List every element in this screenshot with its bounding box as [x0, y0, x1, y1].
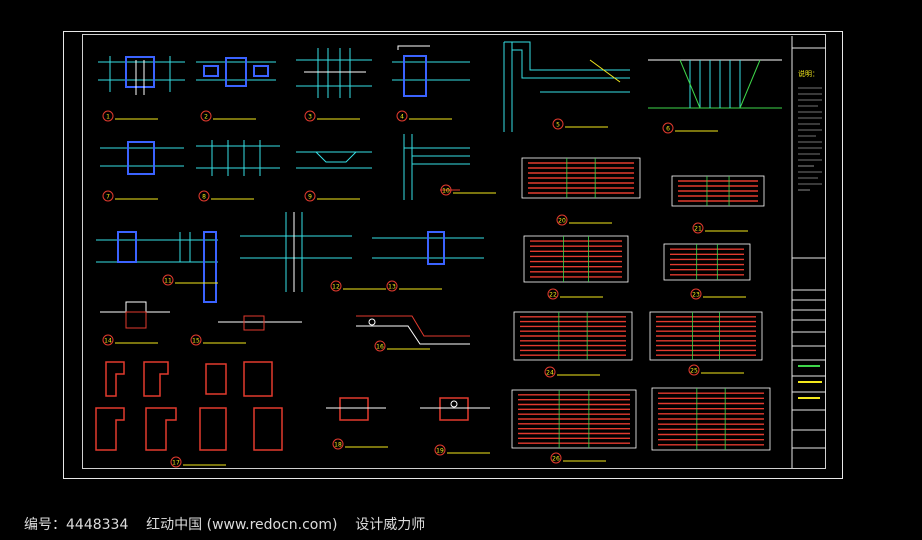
detail-number: 5: [556, 122, 560, 129]
detail-bubble: [688, 364, 700, 376]
detail-number: 10: [442, 188, 450, 195]
beam-detail-3: [296, 48, 372, 98]
beam-detail-2: [196, 57, 276, 87]
beam-detail-7: [100, 141, 184, 175]
rebar-panel: [649, 311, 763, 361]
detail-bubble: [556, 214, 568, 226]
detail-number: 2: [204, 114, 208, 121]
beam-detail-9: [296, 151, 372, 169]
slab-detail-16: [356, 315, 470, 345]
inner-border: [82, 34, 826, 469]
beam-detail-1: [98, 56, 185, 95]
detail-number: 1: [106, 114, 110, 121]
cross-joint-12: [240, 212, 352, 292]
beam-detail-13: [372, 231, 484, 265]
detail-number: 4: [400, 114, 404, 121]
detail-bubble: [102, 334, 114, 346]
detail-number: 23: [692, 292, 700, 299]
rebar-panel: [511, 389, 637, 449]
rebar-panel: [513, 311, 633, 361]
detail-number: 13: [388, 284, 396, 291]
panel-border: [513, 311, 633, 361]
column-detail-6: [648, 59, 782, 109]
rebar-layout-panels: [511, 157, 771, 451]
detail-bubble: [396, 110, 408, 122]
detail-number: 22: [549, 292, 557, 299]
detail-bubble: [304, 190, 316, 202]
detail-number: 9: [308, 194, 312, 201]
plate-detail-18: [326, 397, 386, 421]
detail-number: 7: [106, 194, 110, 201]
detail-bubble: [190, 334, 202, 346]
detail-bubble: [662, 122, 674, 134]
joint-detail-10: [403, 134, 470, 200]
title-block: 说明：: [791, 36, 826, 468]
detail-number: 14: [104, 338, 112, 345]
detail-bubble: [386, 280, 398, 292]
detail-bubble: [304, 110, 316, 122]
detail-number: 26: [552, 456, 560, 463]
detail-bubble: [332, 438, 344, 450]
beam-detail-4: [392, 45, 470, 97]
detail-number: 17: [172, 460, 180, 467]
detail-bubble: [547, 288, 559, 300]
panel-border: [663, 243, 751, 281]
detail-number: 11: [164, 278, 172, 285]
detail-number: 19: [436, 448, 444, 455]
detail-number: 3: [308, 114, 312, 121]
watermark-text: 编号：4448334 红动中国 (www.redocn.com) 设计威力师: [24, 517, 426, 533]
rebar-panel: [671, 175, 765, 207]
panel-border: [651, 387, 771, 451]
panel-border: [671, 175, 765, 207]
detail-bubble: [552, 118, 564, 130]
detail-number: 16: [376, 344, 384, 351]
rebar-panel: [523, 235, 629, 283]
detail-number: 21: [694, 226, 702, 233]
column-sections-17: [95, 361, 283, 451]
detail-bubble: [330, 280, 342, 292]
detail-number: 18: [334, 442, 342, 449]
rebar-panel: [521, 157, 641, 199]
detail-bubble: [170, 456, 182, 468]
detail-number: 15: [192, 338, 200, 345]
detail-bubble: [162, 274, 174, 286]
beam-detail-8: [196, 140, 280, 176]
detail-bubble: [440, 184, 452, 196]
section-detail-14: [100, 301, 170, 329]
detail-bubble: [550, 452, 562, 464]
detail-number: 12: [332, 284, 340, 291]
detail-bubble: [544, 366, 556, 378]
outer-border: [63, 31, 843, 479]
corner-detail-5: [503, 41, 630, 132]
detail-bubble: [692, 222, 704, 234]
panel-border: [521, 157, 641, 199]
title-block-note-heading: 说明：: [798, 69, 819, 78]
detail-bubble: [102, 190, 114, 202]
rebar-panel: [663, 243, 751, 281]
detail-number: 25: [690, 368, 698, 375]
rebar-panel: [651, 387, 771, 451]
panel-border: [649, 311, 763, 361]
detail-bubble: [374, 340, 386, 352]
detail-bubble: [198, 190, 210, 202]
detail-number: 20: [558, 218, 566, 225]
detail-bubble: [102, 110, 114, 122]
section-detail-15: [218, 315, 302, 331]
panel-border: [523, 235, 629, 283]
detail-number: 24: [546, 370, 554, 377]
detail-bubble: [434, 444, 446, 456]
detail-bubble: [690, 288, 702, 300]
panel-border: [511, 389, 637, 449]
detail-number: 6: [666, 126, 670, 133]
beam-detail-11: [96, 231, 218, 303]
plate-detail-19: [420, 397, 490, 421]
detail-number: 8: [202, 194, 206, 201]
detail-bubble: [200, 110, 212, 122]
